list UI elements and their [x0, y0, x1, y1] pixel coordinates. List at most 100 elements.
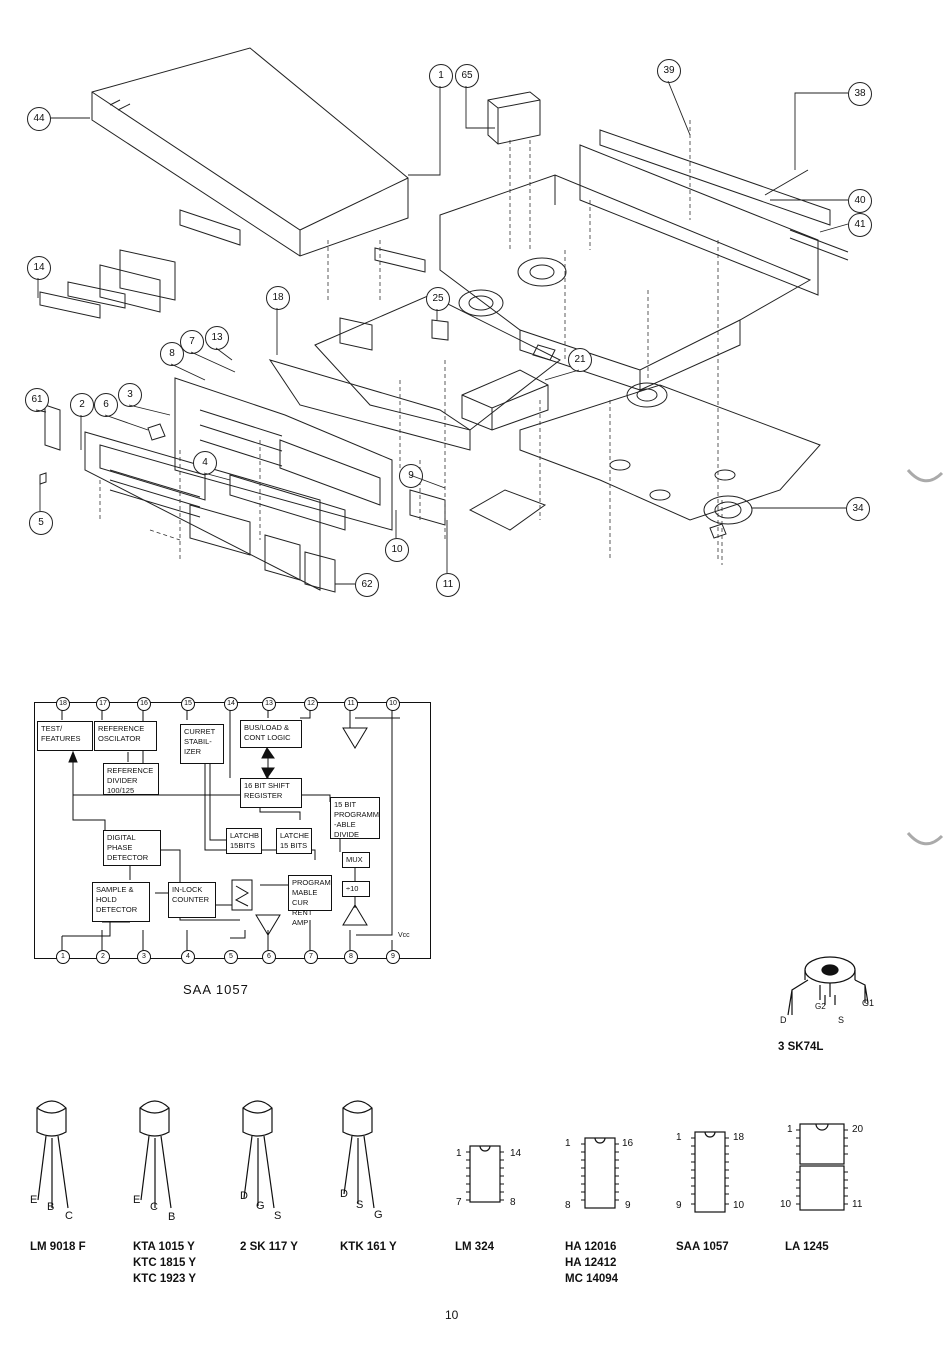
page-number: 10: [445, 1308, 459, 1322]
t3-name-1: 2 SK 117 Y: [240, 1241, 298, 1253]
callout-7: 7: [180, 330, 204, 354]
ic-pin-7: 7: [304, 950, 318, 964]
fet-pin-d: D: [780, 1015, 787, 1025]
ic1-pin-1: 1: [456, 1148, 462, 1159]
block-16-bit-shift-register: 16 BIT SHIFT REGISTER: [240, 778, 302, 808]
t4-pin-1: D: [340, 1188, 348, 1200]
ic4-name-1: LA 1245: [785, 1241, 829, 1253]
ic4-pin-11: 11: [852, 1199, 863, 1210]
ic-pin-18: 18: [56, 697, 70, 711]
ic4-pin-10: 10: [780, 1199, 792, 1210]
transistor-drawings: [36, 1100, 375, 1209]
ic4-pin-1: 1: [787, 1124, 793, 1135]
ic-pin-8: 8: [344, 950, 358, 964]
callout-18: 18: [266, 286, 290, 310]
ic3-pin-1: 1: [676, 1132, 682, 1143]
ic1-pin-8: 8: [510, 1197, 516, 1208]
ic4-pin-20: 20: [852, 1124, 864, 1135]
callout-1: 1: [429, 64, 453, 88]
ic3-pin-9: 9: [676, 1200, 682, 1211]
block-latch-e: LATCHE 15 BITS: [276, 828, 312, 854]
ic2-pin-9: 9: [625, 1200, 631, 1211]
callout-44: 44: [27, 107, 51, 131]
ic3-pin-18: 18: [733, 1132, 745, 1143]
block-mux: MUX: [342, 852, 370, 868]
block-programmable-current-amp: PROGRAM MABLE CUR RENT AMP: [288, 875, 332, 927]
callout-13: 13: [205, 326, 229, 350]
ic-pin-11: 11: [344, 697, 358, 711]
exploded-view-drawing: [39, 47, 849, 593]
block-current-stabilizer: CURRET STABIL- IZER: [180, 724, 224, 764]
callout-34: 34: [846, 497, 870, 521]
fet-3sk74l-drawing: [787, 956, 869, 1016]
callout-5: 5: [29, 511, 53, 535]
t2-pin-2: C: [150, 1201, 158, 1213]
ic-pin-9: 9: [386, 950, 400, 964]
binder-hole-marks: [906, 468, 944, 846]
callout-14: 14: [27, 256, 51, 280]
t1-pin-2: B: [47, 1201, 55, 1213]
block-in-lock-counter: IN-LOCK COUNTER: [168, 882, 216, 918]
ic1-pin-7: 7: [456, 1197, 462, 1208]
callout-39: 39: [657, 59, 681, 83]
callout-11: 11: [436, 573, 460, 597]
t1-name-1: LM 9018 F: [30, 1241, 86, 1253]
ic-pin-16: 16: [137, 697, 151, 711]
ic-pin-5: 5: [224, 950, 238, 964]
block-digital-phase-detector: DIGITAL PHASE DETECTOR: [103, 830, 161, 866]
ic-pin-14: 14: [224, 697, 238, 711]
ic2-pin-1: 1: [565, 1138, 571, 1149]
fet-3sk74l-name: 3 SK74L: [778, 1041, 824, 1053]
t2-pin-1: E: [133, 1194, 141, 1206]
callout-40: 40: [848, 189, 872, 213]
ic-pin-17: 17: [96, 697, 110, 711]
ic-pin-10: 10: [386, 697, 400, 711]
ic2-pin-8: 8: [565, 1200, 571, 1211]
callout-25: 25: [426, 287, 450, 311]
ic2-name-2: HA 12412: [565, 1257, 617, 1269]
callout-41: 41: [848, 213, 872, 237]
fet-pin-s: S: [838, 1015, 845, 1025]
callout-61: 61: [25, 388, 49, 412]
block-diagram-chip-name: SAA 1057: [183, 982, 249, 997]
t4-name-1: KTK 161 Y: [340, 1241, 397, 1253]
callout-leaders: [35, 80, 849, 585]
ic-pin-13: 13: [262, 697, 276, 711]
t3-pin-2: G: [256, 1200, 265, 1212]
callout-10: 10: [385, 538, 409, 562]
ic2-name-3: MC 14094: [565, 1273, 619, 1285]
t4-pin-2: S: [356, 1199, 364, 1211]
block-bus-load-control-logic: BUS/LOAD & CONT LOGIC: [240, 720, 302, 748]
ic3-name-1: SAA 1057: [676, 1241, 729, 1253]
ic-pin-1: 1: [56, 950, 70, 964]
t3-pin-3: S: [274, 1210, 282, 1222]
t4-pin-3: G: [374, 1209, 383, 1221]
ic-package-drawings: [466, 1123, 848, 1213]
ic2-name-1: HA 12016: [565, 1241, 617, 1253]
t1-pin-1: E: [30, 1194, 38, 1206]
t1-pin-3: C: [65, 1210, 73, 1222]
callout-9: 9: [399, 464, 423, 488]
block-sample-hold-detector: SAMPLE & HOLD DETECTOR: [92, 882, 150, 922]
block-test-features: TEST/ FEATURES: [37, 721, 93, 751]
ic-pin-15: 15: [181, 697, 195, 711]
callout-8: 8: [160, 342, 184, 366]
t2-pin-3: B: [168, 1211, 176, 1223]
t2-name-3: KTC 1923 Y: [133, 1273, 197, 1285]
block-latch-b: LATCHB 15BITS: [226, 828, 262, 854]
ic-pin-4: 4: [181, 950, 195, 964]
callout-3: 3: [118, 383, 142, 407]
callout-21: 21: [568, 348, 592, 372]
callout-2: 2: [70, 393, 94, 417]
t2-name-1: KTA 1015 Y: [133, 1241, 195, 1253]
ic-pin-2: 2: [96, 950, 110, 964]
callout-4: 4: [193, 451, 217, 475]
callout-38: 38: [848, 82, 872, 106]
ic3-pin-10: 10: [733, 1200, 745, 1211]
ic2-pin-16: 16: [622, 1138, 634, 1149]
callout-65: 65: [455, 64, 479, 88]
callout-6: 6: [94, 393, 118, 417]
block-reference-oscillator: REFERENCE OSCILATOR: [94, 721, 157, 751]
block-reference-divider: REFERENCE DIVIDER 100/125: [103, 763, 159, 795]
block-divide-by-10: ÷10: [342, 881, 370, 897]
